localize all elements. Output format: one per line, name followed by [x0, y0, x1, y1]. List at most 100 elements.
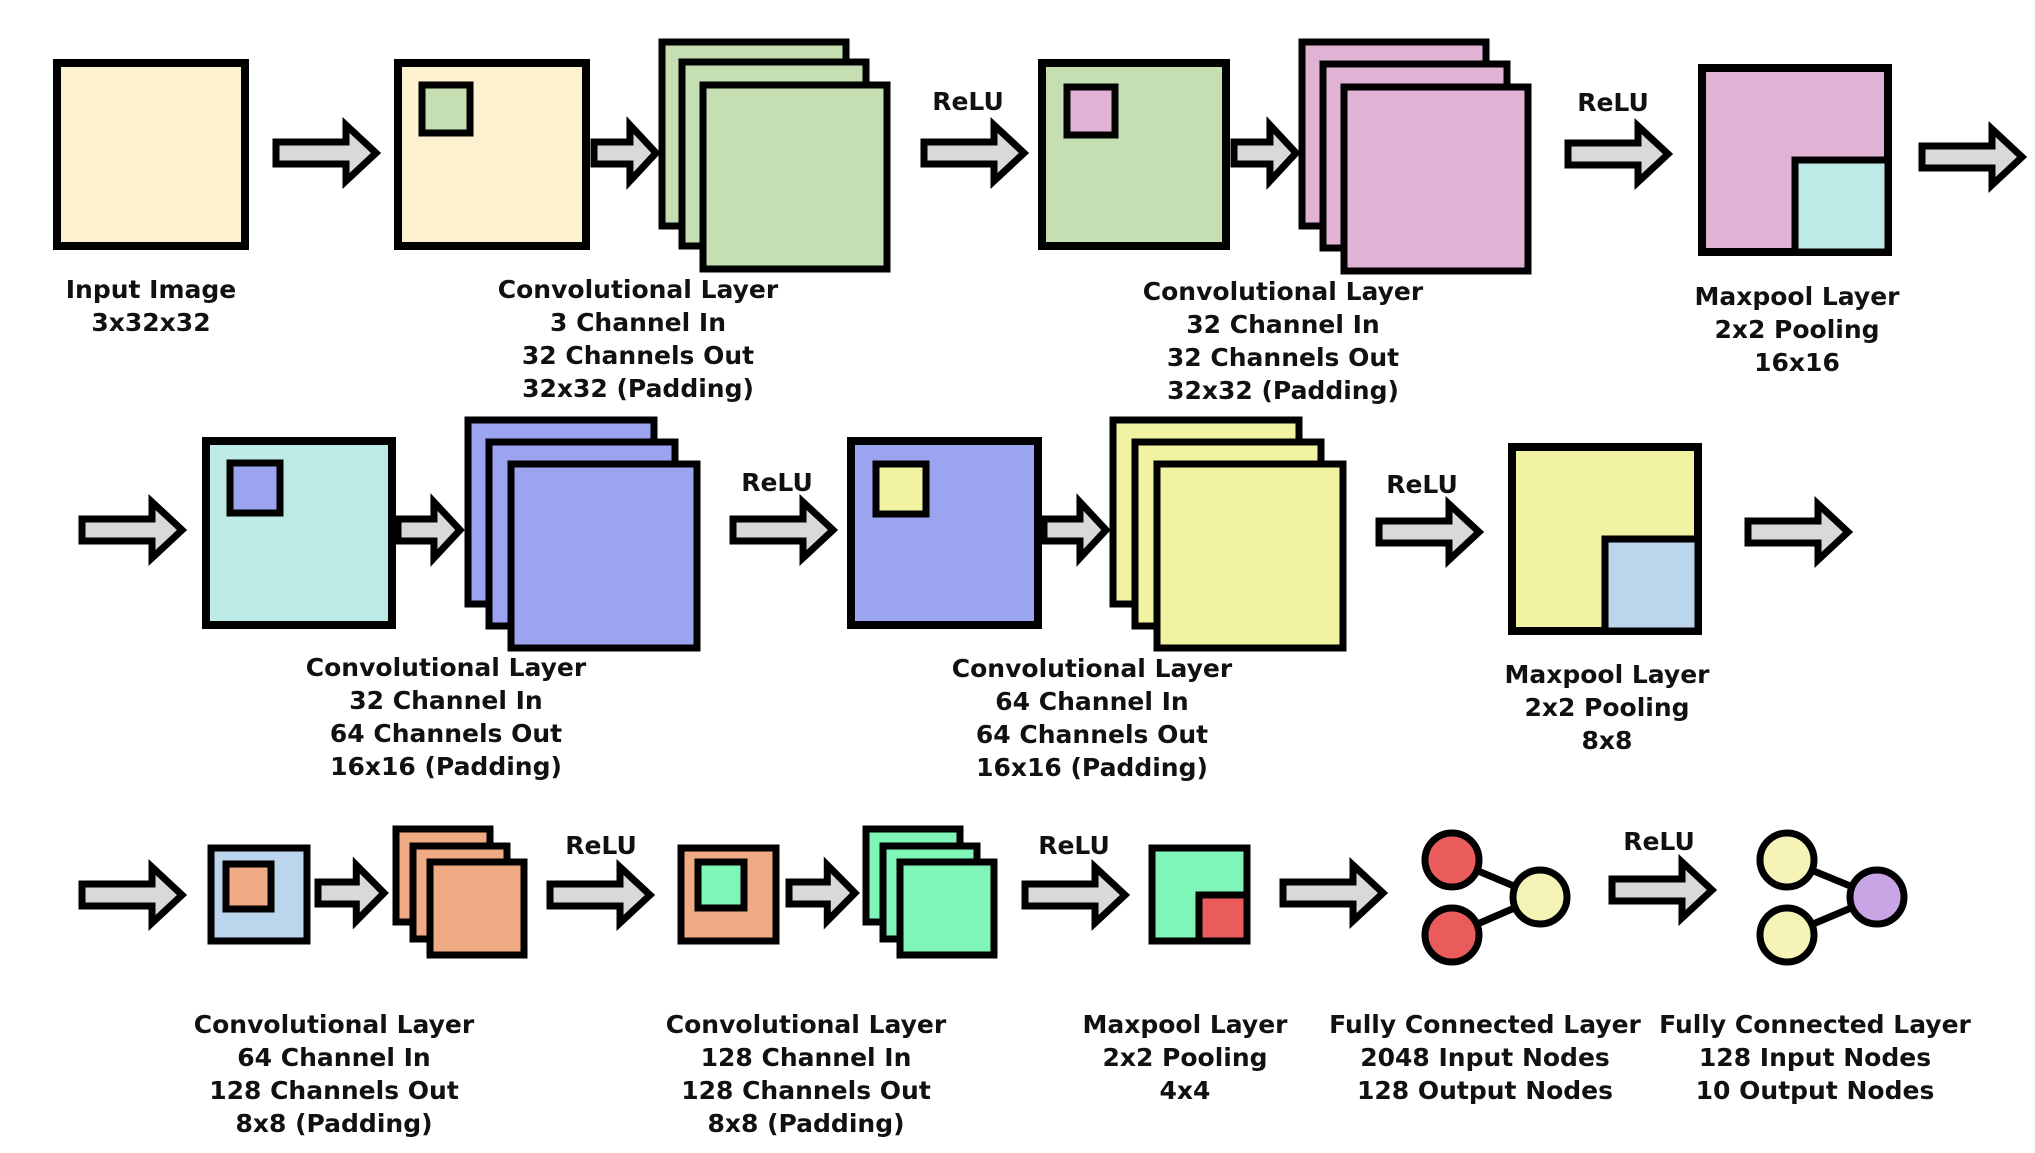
relu-label: ReLU	[1038, 831, 1110, 860]
arrow-16	[785, 856, 860, 930]
arrow-shape	[314, 856, 389, 930]
conv2-stack-front	[1340, 83, 1532, 275]
conv3-stack-front	[507, 460, 701, 652]
conv2-kernel	[1063, 83, 1119, 139]
arrow-shape	[1608, 853, 1718, 927]
arrow-shape	[394, 493, 465, 567]
label-line: 64 Channels Out	[976, 720, 1208, 749]
label-line: 128 Channel In	[701, 1043, 912, 1072]
arrow-19	[1608, 853, 1718, 927]
conv5-stack-front	[426, 858, 528, 959]
arrow-shape	[1375, 495, 1485, 569]
label-fc1: Fully Connected Layer 2048 Input Nodes 128…	[1329, 1010, 1641, 1105]
fc2-input-node-top	[1756, 829, 1818, 891]
relu-label: ReLU	[1623, 827, 1695, 856]
label-line: Convolutional Layer	[952, 654, 1233, 683]
arrow-7	[78, 493, 188, 567]
label-line: 2048 Input Nodes	[1360, 1043, 1610, 1072]
relu-label: ReLU	[741, 468, 813, 497]
label-line: 8x8 (Padding)	[235, 1109, 432, 1138]
arrow-6	[1918, 120, 2028, 194]
label-line: 64 Channel In	[237, 1043, 430, 1072]
label-line: 128 Channels Out	[209, 1076, 459, 1105]
arrow-shape	[1564, 117, 1674, 191]
label-conv4: Convolutional Layer 64 Channel In 64 Chann…	[952, 654, 1233, 782]
arrow-shape	[1230, 116, 1301, 190]
label-line: 3x32x32	[91, 308, 210, 337]
label-line: 32 Channels Out	[522, 341, 754, 370]
label-line: 3 Channel In	[550, 308, 726, 337]
arrow-shape	[785, 856, 860, 930]
label-line: 32 Channels Out	[1167, 343, 1399, 372]
arrow-shape	[1744, 495, 1854, 569]
label-line: Maxpool Layer	[1694, 282, 1900, 311]
label-line: 32x32 (Padding)	[522, 374, 754, 403]
label-line: Fully Connected Layer	[1329, 1010, 1641, 1039]
label-line: 10 Output Nodes	[1696, 1076, 1935, 1105]
conv6-kernel	[694, 858, 748, 912]
relu-label: ReLU	[932, 87, 1004, 116]
maxpool1-pooled	[1791, 156, 1892, 256]
arrow-2	[590, 116, 661, 190]
arrow-12	[1744, 495, 1854, 569]
arrow-shape	[78, 858, 188, 932]
arrow-14	[314, 856, 389, 930]
arrow-shape	[1918, 120, 2028, 194]
label-line: 4x4	[1160, 1076, 1211, 1105]
fc2-input-node-bottom	[1756, 904, 1818, 966]
arrow-11	[1375, 495, 1485, 569]
label-line: Convolutional Layer	[306, 653, 587, 682]
label-line: 32x32 (Padding)	[1167, 376, 1399, 405]
arrow-shape	[546, 858, 656, 932]
arrow-13	[78, 858, 188, 932]
conv4-stack-front	[1153, 460, 1347, 652]
arrow-8	[394, 493, 465, 567]
label-line: Convolutional Layer	[666, 1010, 947, 1039]
label-line: 32 Channel In	[349, 686, 542, 715]
conv1-stack-front	[699, 81, 891, 273]
arrow-shape	[590, 116, 661, 190]
arrow-17	[1021, 858, 1131, 932]
arrow-9	[729, 493, 839, 567]
label-line: Maxpool Layer	[1504, 660, 1710, 689]
label-line: 16x16 (Padding)	[330, 752, 562, 781]
label-line: 64 Channel In	[995, 687, 1188, 716]
maxpool3-pooled	[1195, 891, 1251, 945]
label-line: 2x2 Pooling	[1102, 1043, 1267, 1072]
label-line: Convolutional Layer	[498, 275, 779, 304]
conv1-kernel	[418, 81, 474, 137]
arrow-shape	[729, 493, 839, 567]
arrow-3	[920, 116, 1030, 190]
arrow-shape	[1040, 493, 1111, 567]
arrow-1	[272, 116, 382, 190]
arrow-18	[1279, 856, 1389, 930]
relu-label: ReLU	[1386, 470, 1458, 499]
label-line: 128 Input Nodes	[1699, 1043, 1931, 1072]
arrow-15	[546, 858, 656, 932]
fc1-output-node	[1509, 866, 1571, 928]
label-line: 2x2 Pooling	[1524, 693, 1689, 722]
label-fc2: Fully Connected Layer 128 Input Nodes 10 O…	[1659, 1010, 1971, 1105]
label-conv1: Convolutional Layer 3 Channel In 32 Channe…	[498, 275, 779, 403]
label-line: 16x16 (Padding)	[976, 753, 1208, 782]
fc1-input-node-bottom	[1421, 904, 1483, 966]
arrow-shape	[1021, 858, 1131, 932]
conv5-kernel	[222, 860, 275, 913]
label-line: 128 Output Nodes	[1357, 1076, 1613, 1105]
label-line: Fully Connected Layer	[1659, 1010, 1971, 1039]
arrow-10	[1040, 493, 1111, 567]
label-line: 32 Channel In	[1186, 310, 1379, 339]
label-line: 8x8	[1582, 726, 1633, 755]
relu-label: ReLU	[565, 831, 637, 860]
conv6-stack-front	[896, 858, 998, 959]
label-line: 8x8 (Padding)	[707, 1109, 904, 1138]
label-line: 16x16	[1754, 348, 1840, 377]
arrow-5	[1564, 117, 1674, 191]
